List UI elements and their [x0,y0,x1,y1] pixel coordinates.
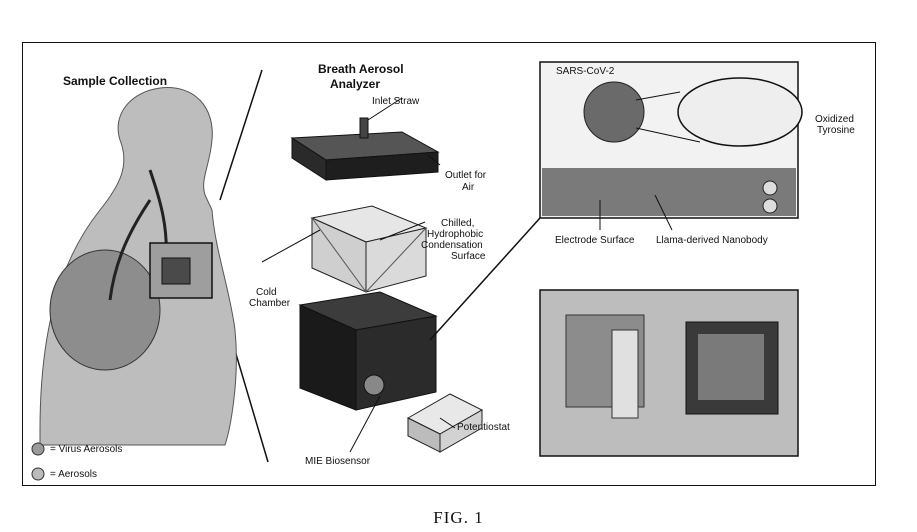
leader-chamber [262,230,320,262]
figure-caption: FIG. 1 [0,508,917,528]
outlet-lid [292,118,438,180]
biosensor-label: MIE Biosensor [305,456,370,467]
legend-virus-aerosols: = Virus Aerosols [50,444,122,455]
chamber-label-line1: Cold [256,287,277,298]
surface-label-line1: Chilled, [441,218,474,229]
inlet-straw-label: Inlet Straw [372,96,419,107]
virus-particle [584,82,644,142]
tyrosine-label-line1: Oxidized [815,114,854,125]
device-photo-panel [540,290,798,456]
surface-label-line4: Surface [451,251,485,262]
potentiostat-label: Potentiostat [457,422,510,433]
aerosol-icon [32,468,44,480]
analyzer-title-line2: Analyzer [330,77,380,91]
sample-collection-title: Sample Collection [63,74,167,88]
nanobody-label: Llama-derived Nanobody [656,235,768,246]
panel-divider [220,70,262,200]
legend-aerosols: = Aerosols [50,469,97,480]
chamber-label-line2: Chamber [249,298,290,309]
electrode-label: Electrode Surface [555,235,635,246]
outlet-label-line2: Air [462,182,474,193]
sensor-schematic-panel [540,62,802,218]
photo-vial [612,330,638,418]
surface-label-line2: Hydrophobic [427,229,483,240]
sensor-port [364,375,384,395]
condensation-chamber [312,206,426,292]
tyrosine-inset [678,78,802,146]
electrode-surface [542,168,796,216]
tyrosine-label-line2: Tyrosine [817,125,855,136]
outlet-label-line1: Outlet for [445,170,486,181]
inlet-straw [360,118,368,138]
biosensor-cube [300,292,436,410]
virus-label: SARS-CoV-2 [556,66,614,77]
zoom-device [162,258,190,284]
photo-device-face [698,334,764,400]
analyzer-title-line1: Breath Aerosol [318,62,404,76]
lungs [50,250,160,370]
virus-aerosol-icon [32,443,44,455]
surface-label-line3: Condensation [421,240,483,251]
